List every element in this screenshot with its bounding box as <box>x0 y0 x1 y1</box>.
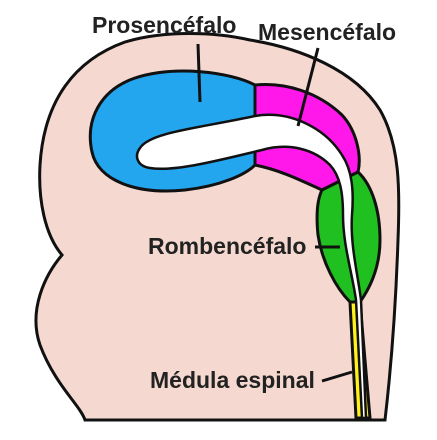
spinal-cord-leader <box>321 370 353 383</box>
mesencephalon-label: Mesencéfalo <box>258 19 396 45</box>
rhombencephalon-label: Rombencéfalo <box>148 233 306 259</box>
mesencephalon-leader <box>296 47 320 127</box>
prosencephalon-leader <box>196 43 202 103</box>
neural-canal <box>135 113 368 420</box>
spinal-cord-label: Médula espinal <box>150 367 315 393</box>
prosencephalon-label: Prosencéfalo <box>92 12 236 38</box>
